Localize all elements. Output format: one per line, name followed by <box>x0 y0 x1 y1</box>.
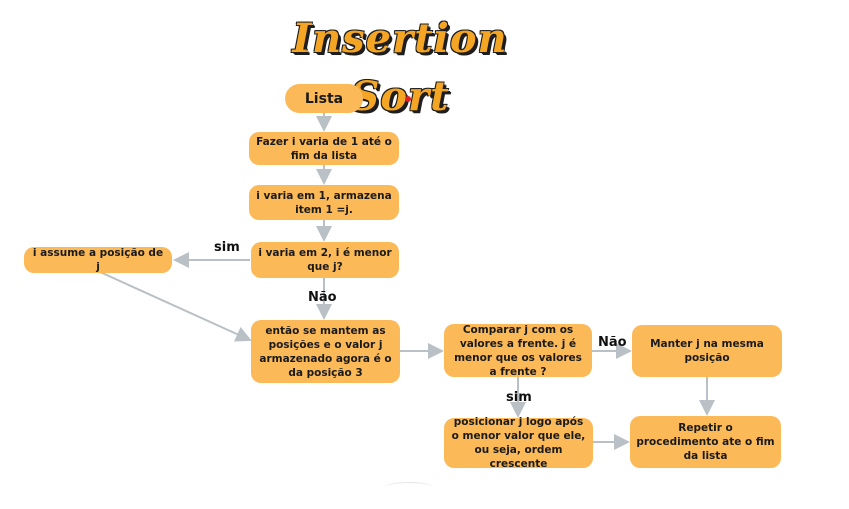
node-keep: então se mantem as posições e o valor j … <box>251 320 400 383</box>
pointer-dot <box>405 96 411 102</box>
node-assume: i assume a posição de j <box>24 247 172 273</box>
node-store: i varia em 1, armazena item 1 =j. <box>249 185 399 220</box>
edge-label-nao-down: Não <box>308 290 337 305</box>
node-place-j: posicionar j logo após o menor valor que… <box>444 416 593 470</box>
diagram-title: Insertion Sort <box>292 15 508 120</box>
node-start: Lista <box>285 84 363 113</box>
node-keep-j: Manter j na mesma posição <box>632 325 782 377</box>
edge-label-sim-down: sim <box>506 390 532 405</box>
node-repeat: Repetir o procedimento ate o fim da list… <box>630 416 781 468</box>
node-compare-j: Comparar j com os valores a frente. j é … <box>444 324 592 378</box>
edge-label-nao-right: Não <box>598 335 627 350</box>
node-loop: Fazer i varia de 1 até o fim da lista <box>249 132 399 165</box>
edge-label-sim-left: sim <box>214 240 240 255</box>
faint-artifact <box>385 482 433 493</box>
node-compare-i: i varia em 2, i é menor que j? <box>251 242 399 278</box>
arrow-assume-to-keep <box>99 271 252 342</box>
